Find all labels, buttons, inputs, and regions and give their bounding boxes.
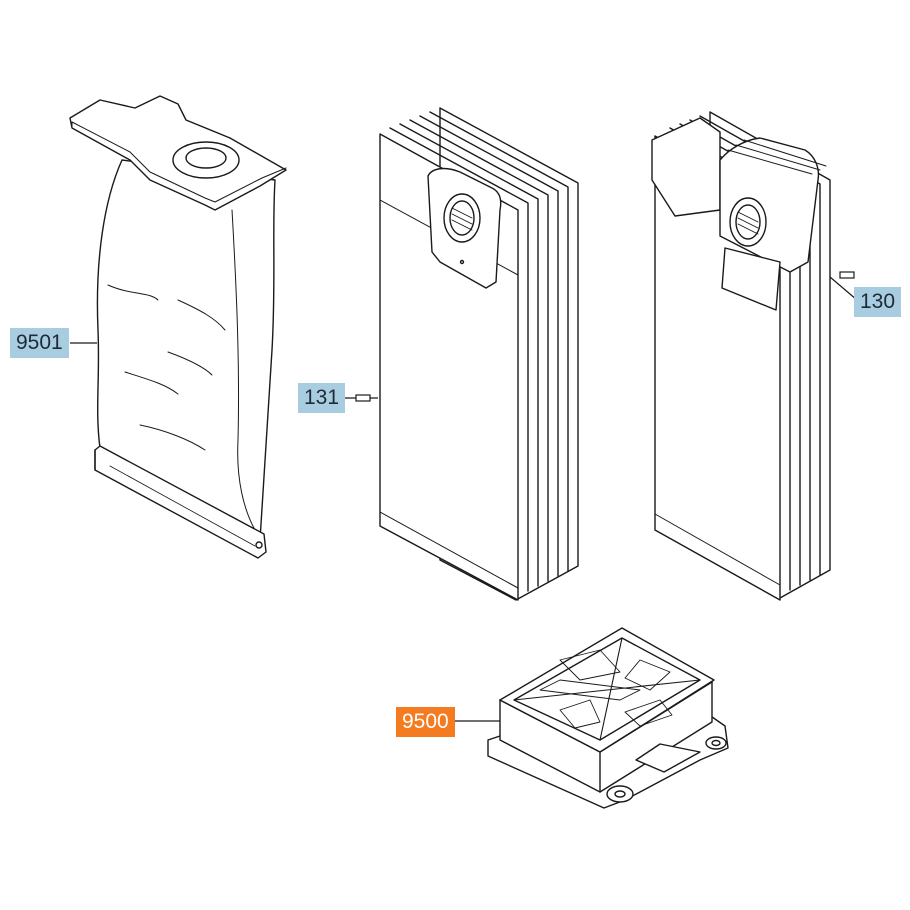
paper-bag-stack-131-illustration	[379, 107, 579, 601]
part-callout-9501[interactable]: 9501	[10, 328, 69, 358]
part-callout-130[interactable]: 130	[854, 287, 902, 317]
leader-line-131-marker	[355, 394, 371, 402]
part-callout-131[interactable]: 131	[298, 383, 346, 413]
leader-lines	[70, 271, 858, 722]
leader-line-130	[829, 276, 858, 301]
leader-line-130-marker	[839, 271, 855, 279]
cloth-filter-bag-illustration	[69, 95, 287, 559]
part-callout-9500[interactable]: 9500	[396, 707, 455, 737]
paper-bag-stack-130-illustration	[651, 111, 831, 601]
motor-protection-filter-illustration	[487, 627, 729, 809]
